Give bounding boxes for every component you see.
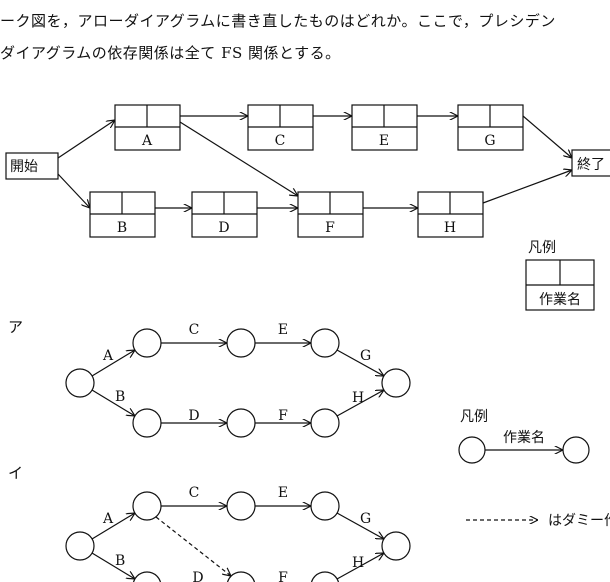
option-a-labels: ア A B C D E F G H 凡例 作業名 <box>8 318 545 446</box>
option-a-node-3 <box>226 328 256 358</box>
option-i-node-4 <box>310 491 340 521</box>
option-i-arrow-g <box>336 512 384 539</box>
option-a-node-8 <box>310 408 340 438</box>
option-i-node-8 <box>310 571 340 582</box>
task-label-g: G <box>484 133 495 149</box>
option-i-act-a: A <box>102 511 114 527</box>
task-label-d: D <box>218 220 229 236</box>
task-box-e <box>351 104 418 151</box>
arrow-start-b <box>57 173 90 208</box>
option-a-arrow-g <box>336 349 384 376</box>
option-a-act-b: B <box>115 389 125 405</box>
precedence-legend-title: 凡例 <box>528 240 556 256</box>
arrow-g-end <box>522 115 572 158</box>
arrow-legend-node-start <box>458 436 486 464</box>
option-i-node-2 <box>132 491 162 521</box>
option-a-act-g: G <box>360 348 371 364</box>
option-i-act-c: C <box>189 485 200 501</box>
option-i-act-g: G <box>360 511 371 527</box>
option-i-act-h: H <box>352 555 364 571</box>
precedence-diagram <box>5 104 610 311</box>
option-a-node-5 <box>381 368 411 398</box>
task-label-e: E <box>379 133 389 149</box>
option-i-act-b: B <box>115 553 125 569</box>
option-i-label: イ <box>8 464 23 482</box>
task-box-c <box>247 104 314 151</box>
option-a-arrow-h <box>336 390 384 417</box>
start-node <box>5 152 59 180</box>
option-a-act-d: D <box>188 408 199 424</box>
task-box-f <box>297 191 364 238</box>
option-a-node-6 <box>132 408 162 438</box>
option-i-arrow-h <box>336 553 384 580</box>
task-box-g <box>457 104 524 151</box>
task-label-a: A <box>141 133 153 149</box>
task-label-f: F <box>325 220 335 236</box>
arrow-legend-label: 作業名 <box>503 430 545 446</box>
option-a-act-f: F <box>278 408 288 424</box>
arrow-start-a <box>57 120 115 159</box>
option-i-dummy-arrow <box>155 516 231 576</box>
option-i-arrow-a <box>91 513 135 540</box>
option-a-arrow-a <box>91 350 135 377</box>
option-a-node-2 <box>132 328 162 358</box>
option-i-act-d: D <box>192 570 203 582</box>
option-a-act-e: E <box>278 322 288 338</box>
option-a-node-4 <box>310 328 340 358</box>
option-a-act-h: H <box>352 390 364 406</box>
option-i-node-1 <box>65 531 95 561</box>
option-i-node-5 <box>381 531 411 561</box>
task-box-h <box>417 191 484 238</box>
task-label-h: H <box>444 220 456 236</box>
task-label-b: B <box>117 220 127 236</box>
option-a-act-c: C <box>189 322 200 338</box>
precedence-legend-box <box>525 259 595 311</box>
option-i-node-6 <box>132 571 162 582</box>
arrow-legend-node-end <box>562 436 590 464</box>
option-i-act-f: F <box>278 570 288 582</box>
start-label: 開始 <box>10 159 38 175</box>
arrow-h-end <box>482 170 572 204</box>
dummy-legend-label: はダミー作業 <box>548 513 610 529</box>
option-a-node-7 <box>226 408 256 438</box>
option-i-diagram <box>65 491 538 582</box>
option-i-labels: イ A B C D E F G H はダミー作業 <box>8 464 610 582</box>
option-a-label: ア <box>8 318 23 336</box>
option-a-act-a: A <box>102 348 114 364</box>
end-label: 終了 <box>577 157 605 173</box>
option-i-node-3 <box>226 491 256 521</box>
option-i-node-7 <box>226 571 256 582</box>
precedence-legend-label: 作業名 <box>539 292 581 308</box>
task-label-c: C <box>275 133 286 149</box>
task-box-b <box>89 191 156 238</box>
task-box-d <box>191 191 258 238</box>
option-i-act-e: E <box>278 485 288 501</box>
arrow-a-f <box>179 121 298 196</box>
question-text-line2: ダイアグラムの依存関係は全て FS 関係とする。 <box>0 44 341 62</box>
option-a-arrow-b <box>91 389 135 416</box>
option-a-node-1 <box>65 368 95 398</box>
precedence-labels: 開始 終了 A B C D E F G H 凡例 作業名 <box>10 133 605 308</box>
end-node <box>571 149 610 177</box>
question-text-line1: ーク図を，アローダイアグラムに書き直したものはどれか。ここで，プレシデン <box>0 12 556 30</box>
option-a-diagram <box>65 328 590 464</box>
arrow-legend-title: 凡例 <box>460 409 488 425</box>
option-i-arrow-b <box>91 552 135 579</box>
